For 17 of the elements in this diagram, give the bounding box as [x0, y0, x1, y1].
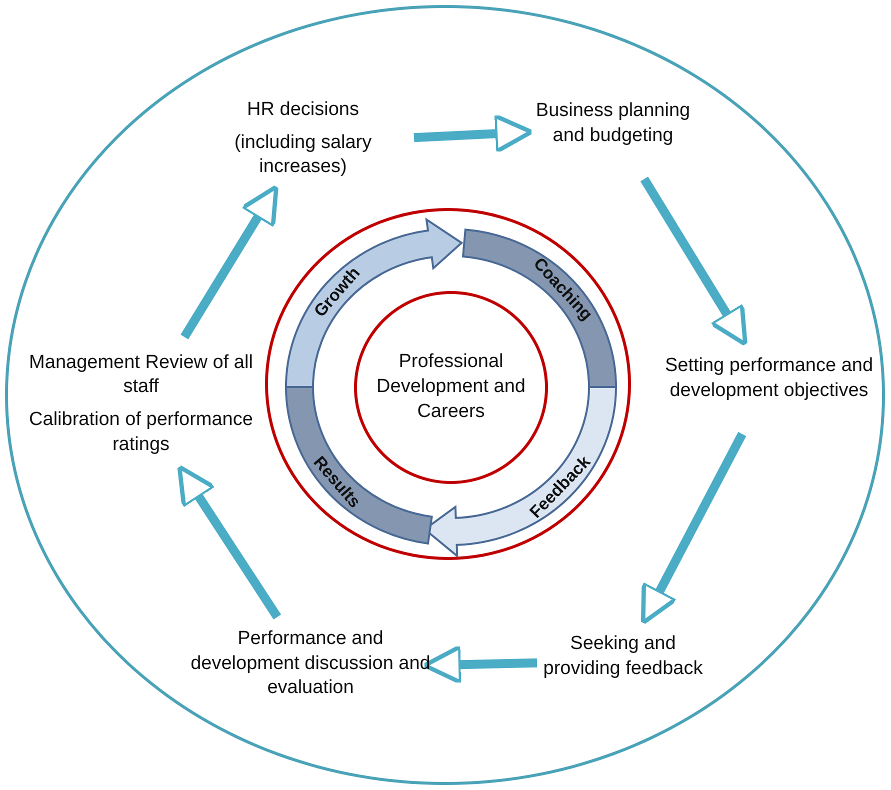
- step-label: Setting performance and development objectives: [664, 354, 874, 403]
- step-label: Performance and development discussion and evaluation: [190, 626, 432, 700]
- center-circle: Professional Development and Careers: [354, 291, 548, 484]
- step-label: Management Review of all staff: [28, 350, 254, 400]
- arrow: [640, 176, 748, 346]
- arrow: [414, 114, 534, 154]
- arrow: [422, 644, 538, 685]
- arrow: [177, 464, 282, 620]
- outer-ring: [5, 5, 885, 785]
- step-label: Seeking and providing feedback: [543, 632, 703, 681]
- step-label: Business planning and budgeting: [534, 99, 692, 148]
- arrow: [180, 184, 278, 340]
- step-label: HR decisions: [247, 98, 359, 122]
- arrow: [640, 432, 746, 625]
- step-label: Calibration of performance ratings: [28, 408, 254, 457]
- inner-ring: [265, 208, 631, 560]
- step-label: (including salary increases): [233, 130, 373, 180]
